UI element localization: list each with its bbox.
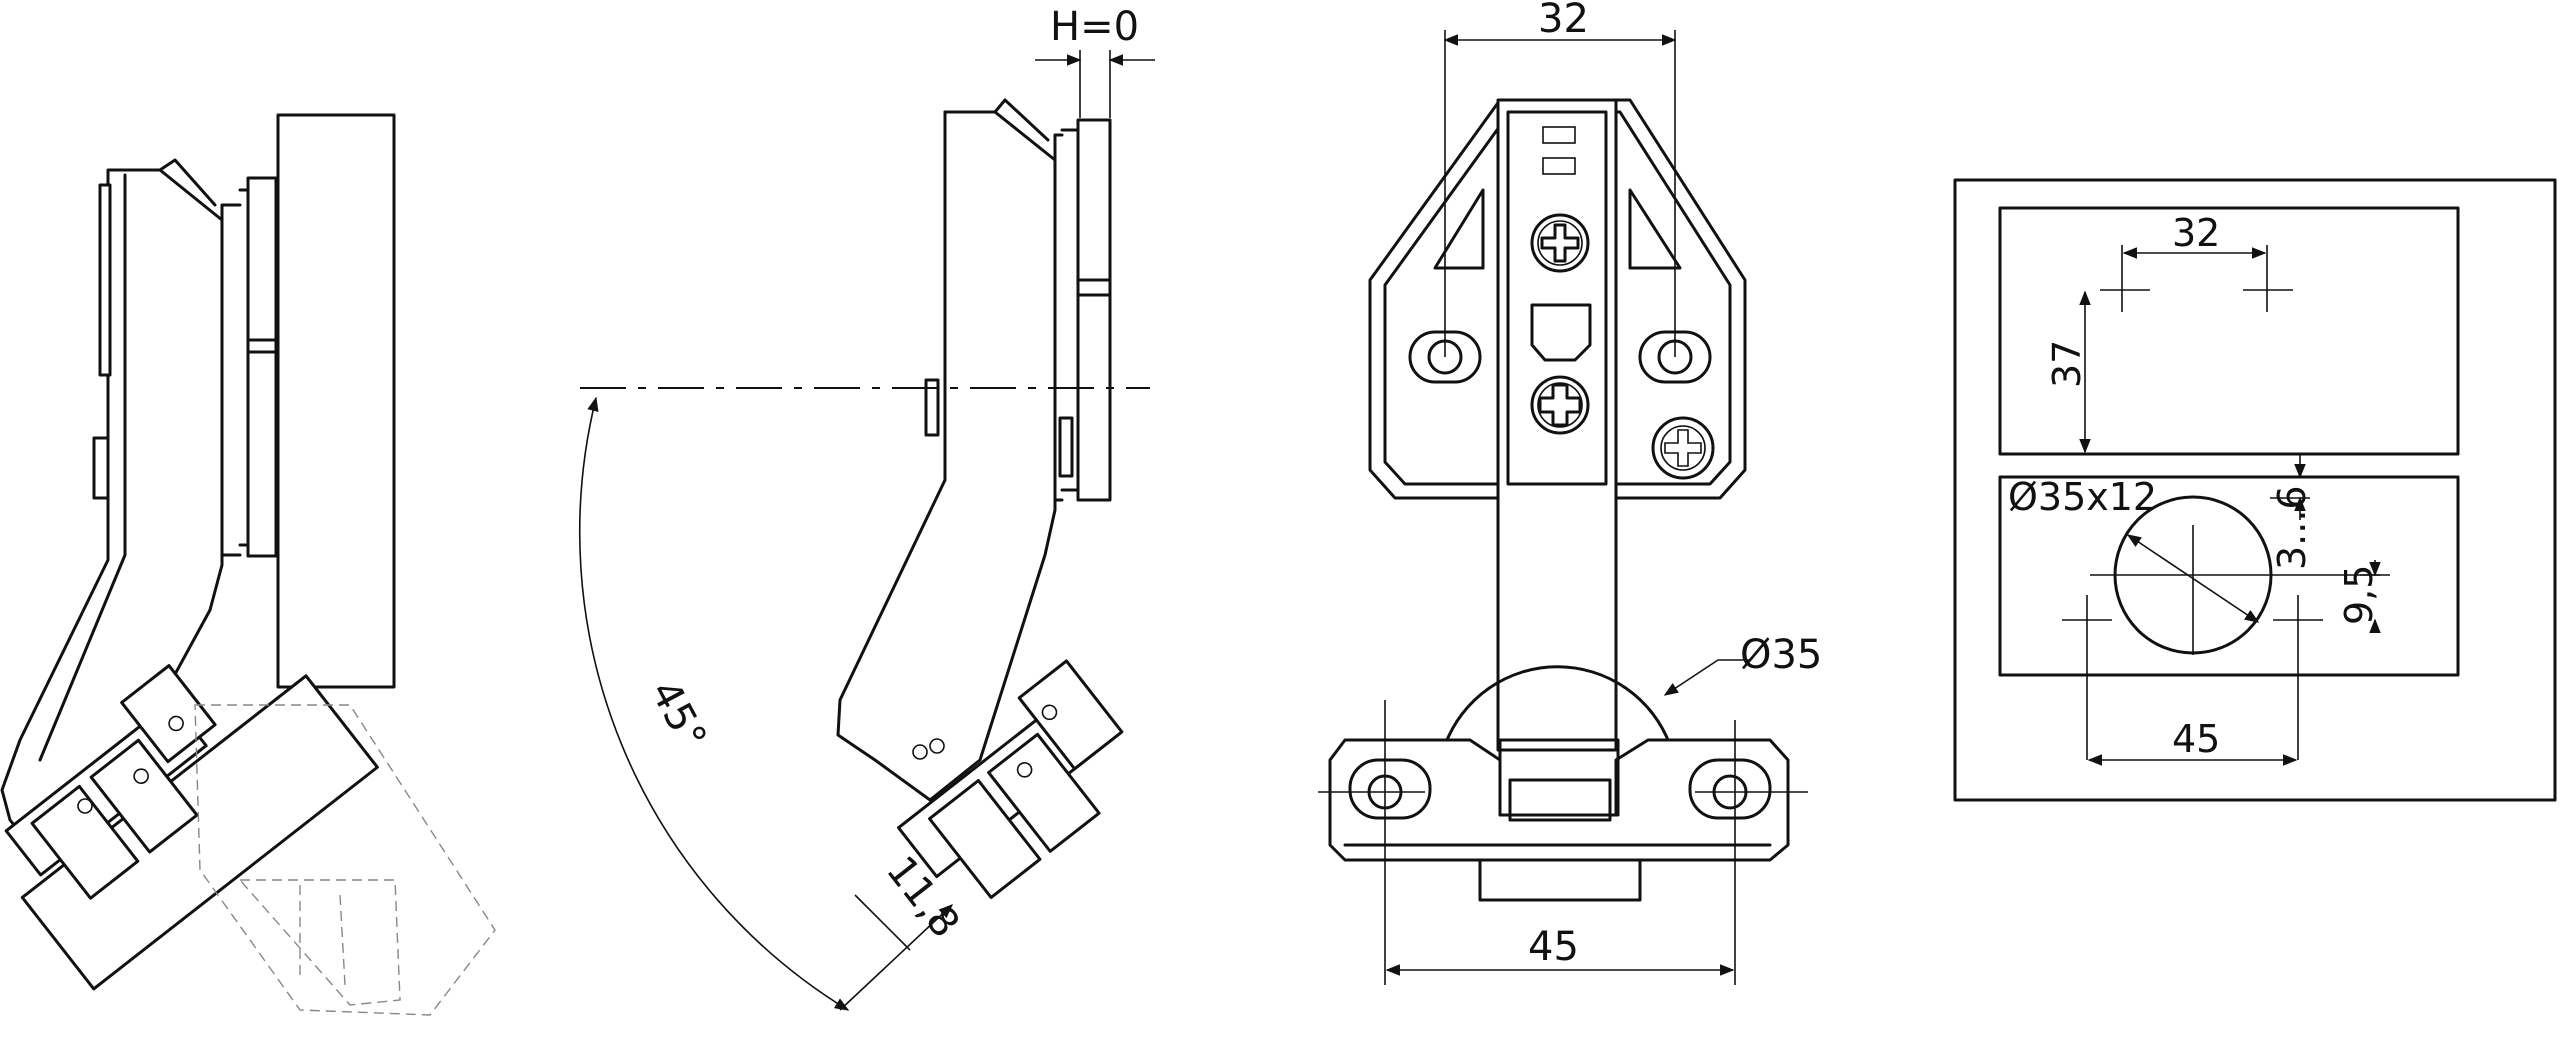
cup-diameter-label: Ø35 <box>1740 632 1822 678</box>
h-label: H=0 <box>1050 4 1139 50</box>
side-view-opened <box>0 113 496 1016</box>
drilling-pattern-view: 32 37 Ø35x12 45 3...6 9,5 <box>1953 178 2557 802</box>
angle-label: 45° <box>641 673 715 757</box>
mounting-plate <box>246 176 278 558</box>
cup-hole-label: Ø35x12 <box>2008 475 2157 519</box>
cabinet-side-drilling <box>1998 206 2460 456</box>
drill-bottom-dim: 45 <box>2172 717 2220 761</box>
screw-mid-icon <box>1530 375 1590 435</box>
side-view-dimensioned: 45° 11,8 H=0 <box>578 4 1155 1011</box>
cup-offset-label: 3...6 <box>2270 485 2314 570</box>
door-drilling <box>1998 475 2460 677</box>
screw-side-icon <box>1651 416 1715 480</box>
drill-side-dim: 37 <box>2045 340 2089 388</box>
screw-top-icon <box>1530 213 1590 273</box>
plate-offset-label: 9,5 <box>2337 565 2381 625</box>
drilling-frame <box>1953 178 2557 802</box>
drill-top-dim: 32 <box>2172 211 2220 255</box>
front-top-dim: 32 <box>1538 0 1589 42</box>
cabinet-side-panel <box>276 113 396 689</box>
front-bottom-dim: 45 <box>1528 924 1579 970</box>
front-view: 32 45 Ø35 <box>1318 0 1822 985</box>
